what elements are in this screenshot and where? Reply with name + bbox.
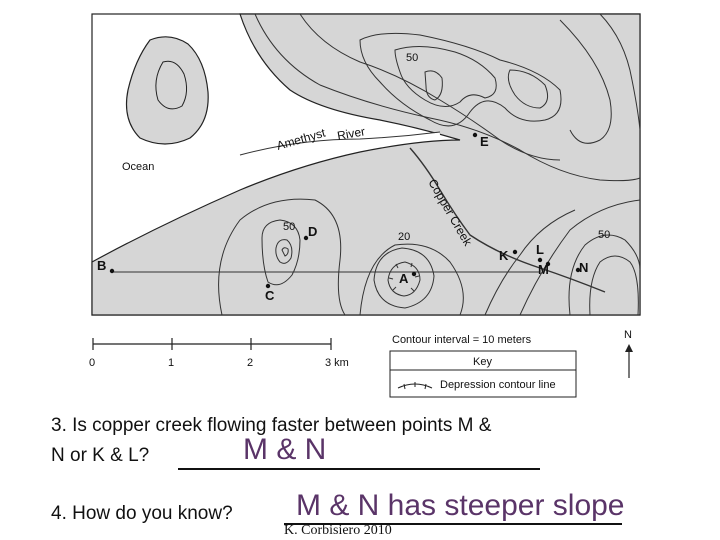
north-arrow-head — [625, 344, 633, 352]
topographic-map: Ocean Amethyst River Copper Creek 50 50 … — [89, 13, 641, 398]
point-E: E — [480, 134, 489, 149]
copper-creek — [409, 147, 606, 293]
point-N: N — [579, 260, 588, 275]
land-area — [91, 13, 641, 316]
upper-contours — [254, 13, 641, 182]
point-L: L — [536, 242, 544, 257]
question-3-line-1: 3. Is copper creek flowing faster betwee… — [51, 415, 492, 436]
island — [125, 36, 209, 145]
contour-interval: Contour interval = 10 meters — [392, 334, 532, 346]
amethyst-river — [239, 132, 441, 161]
contour-20-label: 20 — [398, 231, 410, 243]
map-points: B C D E A K L M N — [97, 132, 588, 303]
point-B: B — [97, 258, 106, 273]
point-K: K — [499, 248, 509, 263]
ocean-label: Ocean — [122, 161, 154, 173]
scale-0: 0 — [89, 357, 95, 369]
key-item: Depression contour line — [440, 379, 556, 391]
scale-2: 2 — [247, 357, 253, 369]
map-key — [389, 350, 577, 398]
question-4: 4. How do you know? — [51, 503, 233, 524]
amethyst-river-edge — [239, 131, 441, 156]
lower-contours — [218, 198, 641, 316]
answer-3: M & N — [243, 433, 327, 466]
contour-50-top-label: 50 — [406, 52, 418, 64]
key-title: Key — [473, 356, 492, 368]
answer-3-blank — [178, 468, 540, 470]
point-M: M — [538, 262, 549, 277]
contour-50-left-label: 50 — [283, 221, 295, 233]
river-label: River — [336, 124, 366, 143]
author-credit: K. Corbisiero 2010 — [284, 523, 392, 538]
scale-1: 1 — [168, 357, 174, 369]
scale-3: 3 km — [325, 357, 349, 369]
north-label: N — [624, 329, 632, 341]
island-contour — [155, 60, 188, 110]
depression-hachures — [388, 262, 420, 292]
answer-4-blank — [284, 523, 622, 525]
point-C: C — [265, 288, 275, 303]
question-3-line-2: N or K & L? — [51, 445, 150, 466]
answer-4: M & N has steeper slope — [296, 489, 625, 522]
scale-bar — [92, 338, 332, 350]
contour-50-right-label: 50 — [598, 229, 610, 241]
point-D: D — [308, 224, 317, 239]
point-A: A — [399, 271, 409, 286]
